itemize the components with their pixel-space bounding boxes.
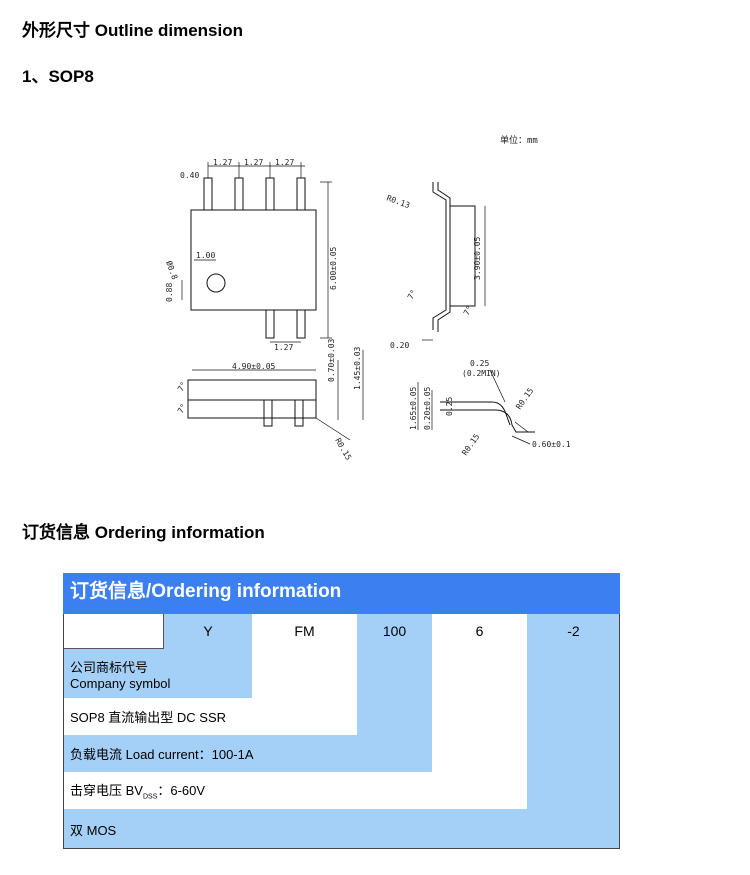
dim-body-length: 4.90±0.05 — [232, 362, 276, 371]
dim-angle-right: 7° — [462, 304, 475, 317]
row-load-current: 负载电流 Load current：100-1A — [63, 735, 432, 772]
company-symbol-en: Company symbol — [70, 675, 171, 691]
dim-pin1-y: 0.88 — [165, 283, 174, 302]
unit-label: 单位：mm — [500, 134, 538, 146]
sop8-outline-drawing: 单位：mm 0.40 1.27 1.27 1.27 1.27 1.00 Ø0.8… — [164, 134, 571, 463]
dim-angle-left: 7° — [406, 288, 419, 301]
row-company-symbol: 公司商标代号 Company symbol — [63, 651, 252, 696]
dim-foot-thickness: 0.25 — [470, 359, 489, 368]
bv-subscript: DSS — [142, 793, 158, 801]
dim-pitch-1: 1.27 — [213, 158, 232, 167]
dim-foot-length: 0.60±0.1 — [532, 440, 571, 449]
row-breakdown-voltage: 击穿电压 BVDSS：6-60V — [63, 772, 527, 809]
dim-pitch-bottom: 1.27 — [274, 343, 293, 352]
ordering-info-heading: 订货信息 Ordering information — [22, 523, 265, 542]
dim-h3: 1.65±0.05 — [409, 386, 418, 430]
dim-body-width: 6.00±0.05 — [329, 246, 338, 290]
code-minus-2: -2 — [567, 623, 580, 639]
dim-standoff: 0.20 — [390, 341, 409, 350]
dim-r3: R0.15 — [514, 386, 535, 411]
dim-r-front: R0.15 — [333, 437, 353, 463]
dim-pin1-dia: Ø0.8 — [164, 259, 180, 281]
dim-height-1: 0.70±0.03 — [327, 338, 336, 382]
dim-gauge: (0.2MIN) — [462, 369, 501, 378]
ordering-table-header: 订货信息/Ordering information — [63, 573, 620, 614]
code-y: Y — [203, 623, 213, 639]
code-fm: FM — [294, 623, 315, 639]
load-current-value: 100-1A — [211, 747, 254, 762]
dim-lead-width: 0.40 — [180, 171, 199, 180]
dim-pitch-2: 1.27 — [244, 158, 263, 167]
dim-r-top: R0.13 — [385, 193, 411, 210]
dim-front-angle-bottom: 7° — [176, 402, 189, 415]
bv-value: ：6-60V — [157, 783, 206, 799]
outline-dimension-heading: 外形尺寸 Outline dimension — [22, 21, 244, 40]
dim-r4: R0.15 — [460, 432, 481, 457]
dim-height-2: 1.45±0.03 — [353, 346, 362, 390]
dim-body-length-side: 3.90±0.05 — [473, 236, 482, 280]
package-text: SOP8 直流输出型 DC SSR — [70, 710, 227, 725]
dual-mos-text: 双 MOS — [70, 822, 117, 838]
code-6: 6 — [475, 623, 484, 639]
bv-label: 击穿电压 BV — [70, 783, 143, 799]
company-symbol-cn: 公司商标代号 — [70, 659, 149, 675]
row-dual-mos: 双 MOS — [63, 809, 527, 849]
dim-pitch-3: 1.27 — [275, 158, 294, 167]
dim-front-angle-top: 7° — [176, 380, 189, 393]
dim-h5: 0.25 — [445, 397, 454, 416]
top-view-body — [190, 209, 317, 311]
load-current-text: 负载电流 Load current：100-1A — [70, 744, 432, 763]
code-100: 100 — [382, 623, 407, 639]
row-package: SOP8 直流输出型 DC SSR — [63, 698, 357, 735]
dim-h4: 0.20±0.05 — [423, 386, 432, 430]
breakdown-voltage-text: 击穿电压 BVDSS：6-60V — [70, 780, 527, 801]
dim-pin1-offset: 1.00 — [196, 251, 215, 260]
package-heading: 1、SOP8 — [22, 67, 94, 86]
ordering-info-table: 订货信息/Ordering information Y FM 100 6 -2 … — [63, 573, 620, 849]
pin1-marker — [206, 273, 226, 293]
load-current-label: 负载电流 Load current： — [70, 747, 212, 762]
